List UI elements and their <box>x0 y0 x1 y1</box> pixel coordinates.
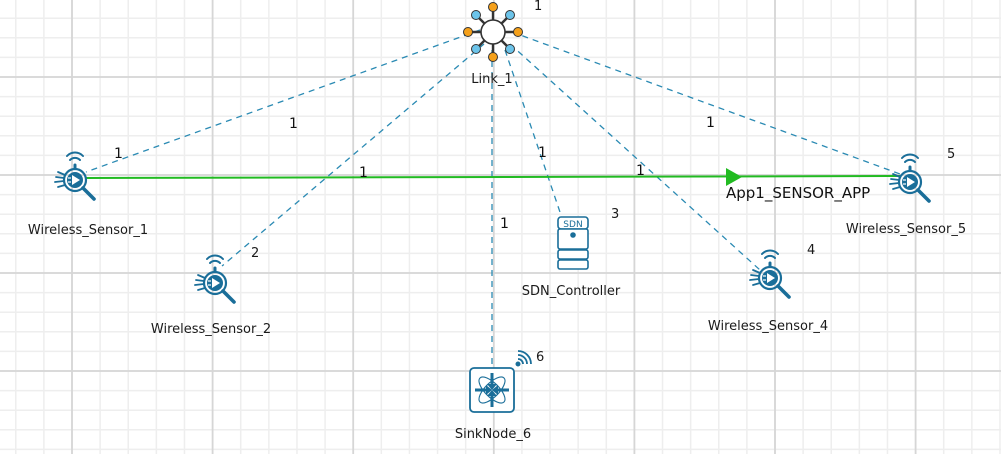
device-label-ws2: Wireless_Sensor_2 <box>150 322 272 337</box>
application-label[interactable]: App1_SENSOR_APP <box>726 184 871 202</box>
link-label-ws2: 1 <box>359 165 368 181</box>
sdn-badge: SDN <box>563 220 582 230</box>
link-label-ws1-hub: 1 <box>289 116 298 132</box>
device-label-ws1: Wireless_Sensor_1 <box>27 223 149 238</box>
device-label-ws4: Wireless_Sensor_4 <box>707 319 829 334</box>
device-number-sink: 6 <box>536 350 545 365</box>
device-number-ws5: 5 <box>947 147 956 162</box>
device-label-link: Link_1 <box>471 72 513 87</box>
link-ws2[interactable] <box>221 43 485 267</box>
link-ws5[interactable] <box>511 31 901 175</box>
link-label-ws5: 1 <box>706 115 715 131</box>
sink-wireless-icon <box>515 350 532 367</box>
link-label-sink: 1 <box>500 216 509 232</box>
device-label-sdn: SDN_Controller <box>521 284 621 299</box>
device-number-ws2: 2 <box>251 246 260 261</box>
sdn-controller-icon[interactable]: SDN <box>557 216 589 270</box>
link-label-ws4: 1 <box>636 163 645 179</box>
link-ws4[interactable] <box>509 43 761 271</box>
link-label-sdn: 1 <box>538 145 547 161</box>
device-label-ws5: Wireless_Sensor_5 <box>845 222 967 237</box>
device-label-sink: SinkNode_6 <box>454 427 532 442</box>
app-flow[interactable] <box>85 168 901 186</box>
link-hub-icon[interactable] <box>463 2 523 62</box>
link-label-ws1-device: 1 <box>114 146 123 162</box>
app-flow-line <box>85 175 901 179</box>
links <box>85 29 901 368</box>
link-sdn[interactable] <box>504 49 563 219</box>
device-number-sdn: 3 <box>611 207 620 222</box>
wireless-sensor-2-icon[interactable] <box>193 253 236 304</box>
sink-node-icon[interactable] <box>469 367 515 413</box>
device-number-ws4: 4 <box>807 243 816 258</box>
device-number-link: 1 <box>534 0 543 14</box>
app-flow-arrow <box>726 168 742 186</box>
link-ws1[interactable] <box>85 29 481 173</box>
